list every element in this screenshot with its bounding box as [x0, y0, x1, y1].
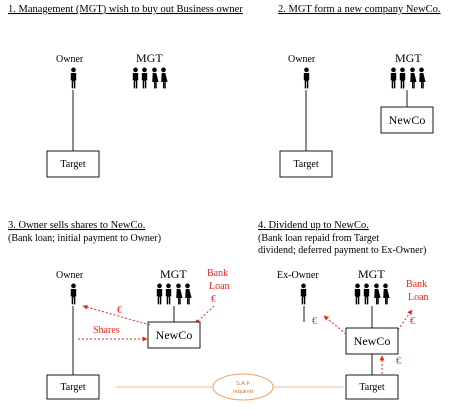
panel-3-subtitle: (Bank loan; initial payment to Owner) [8, 233, 161, 244]
person-icon [70, 67, 77, 89]
target-box [279, 150, 333, 178]
panel-2-title: 2. MGT form a new company NewCo. [278, 4, 441, 15]
mgt-label: MGT [160, 267, 187, 281]
target-box [46, 374, 100, 400]
euro-owner-label: € [312, 316, 317, 327]
person-icon [303, 67, 310, 89]
saf-required-text: required [233, 389, 253, 395]
panel-3-title: 3. Owner sells shares to NewCo. [8, 220, 145, 231]
newco-label: NewCo [389, 113, 426, 127]
bank-label: Bank [207, 268, 228, 279]
people-group-icon [354, 283, 390, 305]
owner-label: Owner [288, 54, 316, 65]
loan-repayment-arrow [397, 309, 413, 331]
panel-3: 3. Owner sells shares to NewCo. (Bank lo… [8, 220, 230, 400]
mgt-label: MGT [395, 51, 422, 65]
saf-connector: S.A.F required [116, 373, 343, 401]
euro-dividend-label: € [396, 356, 401, 367]
target-label: Target [293, 159, 318, 170]
euro-label: € [211, 294, 216, 305]
panel-4: 4. Dividend up to NewCo. (Bank loan repa… [258, 220, 429, 400]
saf-text: S.A.F [236, 381, 250, 387]
target-box [46, 150, 100, 178]
people-group-icon [132, 67, 168, 89]
newco-box [380, 106, 434, 134]
panel-2: 2. MGT form a new company NewCo. Owner M… [278, 4, 441, 178]
newco-label: NewCo [354, 334, 391, 348]
people-group-icon [156, 283, 192, 305]
owner-label: Owner [56, 54, 84, 65]
panel-1-title: 1. Management (MGT) wish to buy out Busi… [8, 4, 243, 15]
euro-bank-label: € [410, 316, 415, 327]
newco-box [345, 327, 399, 355]
panel-4-subtitle-line-1: (Bank loan repaid from Target [258, 233, 379, 244]
euro-label: € [117, 305, 122, 316]
target-label: Target [60, 159, 85, 170]
bank-loan-arrow [194, 305, 215, 325]
target-box [345, 374, 399, 400]
person-icon [300, 283, 307, 305]
panel-4-subtitle-line-2: dividend; deferred payment to Ex-Owner) [258, 245, 426, 256]
owner-label: Owner [56, 270, 84, 281]
panel-1: 1. Management (MGT) wish to buy out Busi… [8, 4, 243, 178]
target-label: Target [359, 382, 384, 393]
saf-oval [212, 373, 274, 401]
target-label: Target [60, 382, 85, 393]
mgt-label: MGT [136, 51, 163, 65]
person-icon [70, 283, 77, 305]
newco-label: NewCo [156, 328, 193, 342]
mgt-label: MGT [358, 267, 385, 281]
loan-label: Loan [408, 292, 429, 303]
deferred-payment-arrow [323, 315, 347, 335]
people-group-icon [390, 67, 426, 89]
panel-4-title: 4. Dividend up to NewCo. [258, 220, 369, 231]
newco-box [147, 321, 201, 349]
bank-label: Bank [406, 279, 427, 290]
shares-label: Shares [93, 325, 120, 336]
loan-label: Loan [209, 281, 230, 292]
ex-owner-label: Ex-Owner [277, 270, 319, 281]
